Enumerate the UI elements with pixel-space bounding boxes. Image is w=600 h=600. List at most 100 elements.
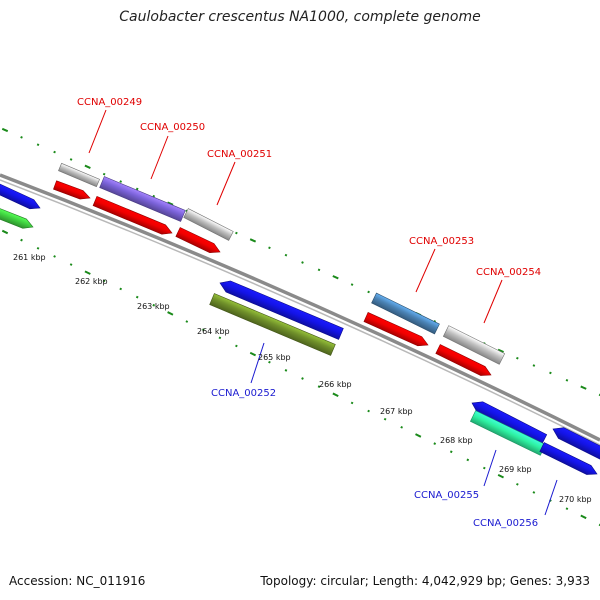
inner-track-tick xyxy=(367,409,370,413)
outer-track-tick xyxy=(20,136,23,139)
gene-labels: CCNA_00249CCNA_00250CCNA_00251CCNA_00253… xyxy=(77,97,541,529)
map-title: Caulobacter crescentus NA1000, complete … xyxy=(119,9,481,25)
gene-ccna-00253-arrow[interactable] xyxy=(363,312,430,349)
inner-track-tick xyxy=(284,369,288,372)
top-gene-label[interactable]: CCNA_00251 xyxy=(207,149,272,160)
gene-left-blue[interactable] xyxy=(0,180,42,212)
gene-ccna-00250-arrow[interactable] xyxy=(92,195,174,237)
inner-track-tick xyxy=(433,442,437,445)
gene-ccna-00251-gray[interactable] xyxy=(183,208,234,241)
kbp-tick-labels: 261 kbp 262 kbp 263 kbp 264 kbp 265 kbp 266 k… xyxy=(13,253,592,504)
gene-ccna-00254-arrow[interactable] xyxy=(435,344,493,380)
accession-label: Accession: NC_011916 xyxy=(9,574,146,588)
inner-track-tick xyxy=(532,491,536,494)
inner-track-tick xyxy=(580,514,587,520)
inner-track-tick xyxy=(497,473,504,479)
inner-track-tick xyxy=(466,458,470,462)
genome-backbone xyxy=(0,173,600,446)
top-gene-label[interactable]: CCNA_00249 xyxy=(77,97,142,108)
outer-track-tick xyxy=(84,164,91,169)
inner-track-tick xyxy=(20,238,23,242)
outer-track-tick xyxy=(497,348,504,353)
gene-ccna-00252-blue[interactable] xyxy=(218,277,344,340)
outer-track-tick xyxy=(350,283,354,286)
outer-track-tick xyxy=(102,172,106,176)
top-gene-label[interactable]: CCNA_00250 xyxy=(140,122,205,133)
kbp-label: 267 kbp xyxy=(380,407,413,416)
inner-track-tick xyxy=(598,523,600,527)
inner-track-tick xyxy=(235,344,238,348)
outer-track-tick xyxy=(367,290,370,294)
inner-track-tick xyxy=(383,417,387,421)
kbp-label: 263 kbp xyxy=(137,302,170,311)
inner-track-tick xyxy=(152,303,156,307)
outer-track-tick xyxy=(249,238,257,243)
inner-track-tick xyxy=(301,377,304,380)
inner-track-tick xyxy=(53,255,56,258)
inner-track-tick xyxy=(36,246,40,250)
gene-ccna-00254-gray[interactable] xyxy=(442,325,506,365)
outer-track-tick xyxy=(580,385,587,390)
inner-track-tick xyxy=(69,263,73,266)
inner-track-tick xyxy=(268,360,271,364)
outer-track-tick xyxy=(332,275,339,280)
bottom-leader-line xyxy=(250,342,265,384)
gene-ccna-00249-arrow[interactable] xyxy=(53,180,91,202)
inner-track-tick xyxy=(84,270,91,275)
outer-track-tick xyxy=(135,187,139,191)
gene-ccna-00251-arrow[interactable] xyxy=(175,227,222,256)
outer-track-tick xyxy=(235,231,238,235)
kbp-label: 261 kbp xyxy=(13,253,46,262)
label-leader-lines xyxy=(88,109,558,516)
kbp-label: 265 kbp xyxy=(258,353,291,362)
inner-track-tick xyxy=(317,385,321,388)
gene-ccna-00252-olive[interactable] xyxy=(209,293,336,356)
kbp-label: 264 kbp xyxy=(197,327,230,336)
outer-track-tick xyxy=(317,268,321,272)
outer-track-tick xyxy=(565,378,569,382)
inner-track-tick xyxy=(167,311,174,316)
outer-track-tick xyxy=(53,150,56,154)
outer-track-tick xyxy=(284,253,288,257)
inner-track-tick xyxy=(350,401,354,405)
outer-track-tick xyxy=(516,356,519,360)
bottom-gene-label[interactable]: CCNA_00255 xyxy=(414,490,479,501)
gene-ccna-00255-aqua[interactable] xyxy=(469,410,547,456)
bottom-leader-line xyxy=(483,449,497,487)
inner-track-tick xyxy=(218,336,222,340)
gene-ccna-00256-blue[interactable] xyxy=(550,424,600,461)
bottom-gene-label[interactable]: CCNA_00256 xyxy=(473,518,538,529)
kbp-label: 262 kbp xyxy=(75,277,108,286)
outer-track-tick xyxy=(532,364,536,367)
outer-track-tick xyxy=(598,393,600,397)
outer-track-tick xyxy=(1,127,9,133)
kbp-label: 269 kbp xyxy=(499,465,532,474)
outer-track-tick xyxy=(549,371,552,375)
top-gene-label[interactable]: CCNA_00253 xyxy=(409,236,474,247)
inner-track-tick xyxy=(119,287,123,291)
top-gene-label[interactable]: CCNA_00254 xyxy=(476,267,541,278)
backbone-line-outer xyxy=(0,173,600,442)
gene-left-green[interactable] xyxy=(0,204,35,231)
inner-track-tick xyxy=(185,320,189,323)
inner-track-tick xyxy=(332,392,339,398)
gene-ccna-00250-bar[interactable] xyxy=(99,176,186,222)
bottom-gene-label[interactable]: CCNA_00252 xyxy=(211,388,276,399)
top-leader-line xyxy=(150,135,169,180)
kbp-label: 270 kbp xyxy=(559,495,592,504)
inner-track-tick xyxy=(415,433,422,438)
kbp-label: 268 kbp xyxy=(440,436,473,445)
inner-track-tick xyxy=(565,507,569,511)
gene-ccna-00249-gray[interactable] xyxy=(58,162,100,188)
bottom-leader-line xyxy=(544,479,558,516)
inner-track-tick xyxy=(400,425,404,429)
gene-ccna-00253-steel[interactable] xyxy=(371,292,440,335)
inner-track-tick xyxy=(249,351,257,357)
outer-track-tick xyxy=(268,246,271,250)
gene-ccna-00256-arrow[interactable] xyxy=(539,442,599,479)
outer-track-tick xyxy=(69,158,73,161)
inner-track-tick xyxy=(135,295,139,299)
inner-track-tick xyxy=(482,466,486,470)
kbp-label: 266 kbp xyxy=(319,380,352,389)
